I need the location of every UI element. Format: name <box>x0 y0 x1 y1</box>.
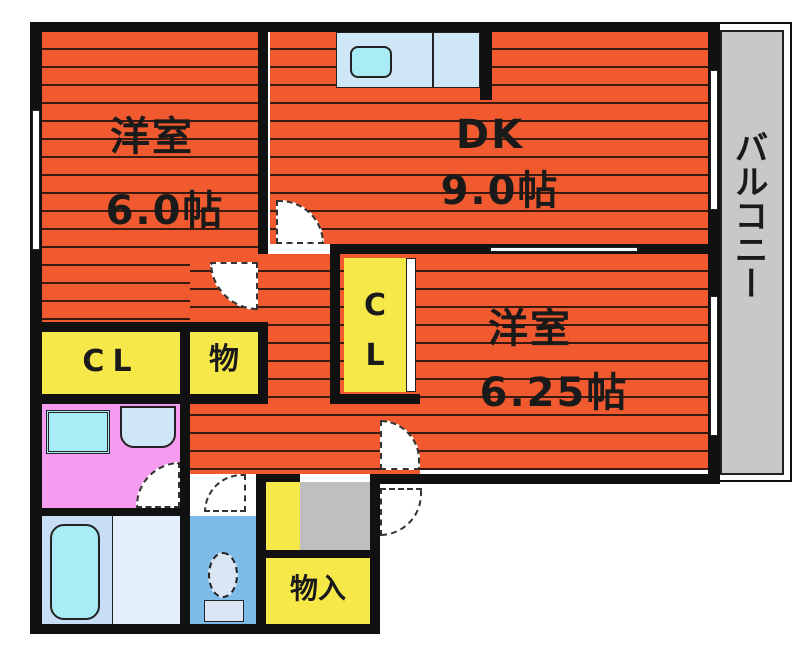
closet-2-door[interactable] <box>406 258 416 392</box>
western-room-2-size: 6.25帖 <box>479 370 629 416</box>
kitchen-wall-stub <box>480 32 492 100</box>
toilet-door[interactable] <box>204 474 246 512</box>
wall-closets-bottom <box>30 394 268 404</box>
storage-small <box>190 332 258 394</box>
sink-icon <box>350 46 392 78</box>
toilet-tank-icon <box>204 600 244 622</box>
counter-divider <box>432 32 434 88</box>
window-balcony-lower[interactable] <box>710 296 718 436</box>
closet-2-label-c: C <box>363 288 387 323</box>
wall-bottom <box>30 624 380 634</box>
sliding-door-dk-room2[interactable] <box>490 247 638 252</box>
western-room-1-size: 6.0帖 <box>105 188 225 234</box>
storage-entry-label: 物入 <box>289 572 346 605</box>
balcony-floor <box>720 30 784 475</box>
wall-cl2-bottom <box>330 394 420 404</box>
bath-space <box>112 516 180 624</box>
shoe-cabinet <box>266 482 300 550</box>
washbasin-icon <box>120 406 176 448</box>
wall-storage-mid <box>256 550 376 558</box>
balcony-label: バルコニー <box>728 130 768 300</box>
dk-size: 9.0帖 <box>440 168 560 214</box>
closet-2 <box>344 258 406 392</box>
storage-entry <box>266 558 370 624</box>
wall-entry-top <box>256 474 300 482</box>
closet-1 <box>42 332 180 394</box>
wall-closets-right <box>258 322 268 404</box>
storage-small-label: 物 <box>209 342 239 377</box>
western-room-1 <box>42 32 260 322</box>
wall-closets-div <box>180 322 190 404</box>
western-room-2 <box>416 254 710 470</box>
closet-1-label: CL <box>82 344 140 379</box>
wall-lower-right <box>370 474 720 484</box>
wall-wash-bottom <box>30 508 190 516</box>
western-room-1-name: 洋室 <box>110 114 194 160</box>
wall-cl2-left <box>330 244 340 404</box>
western-room-2-name: 洋室 <box>488 306 572 352</box>
toilet-icon <box>208 552 238 598</box>
bathtub-icon <box>50 524 100 620</box>
dk-name: DK <box>455 112 525 158</box>
window-balcony-upper[interactable] <box>710 70 718 210</box>
closet-2-label-l: L <box>365 338 385 373</box>
front-door[interactable] <box>380 488 422 536</box>
wall-room1-right <box>258 22 268 254</box>
window-left <box>32 110 40 250</box>
entrance <box>300 482 370 550</box>
washing-machine-icon <box>46 410 110 454</box>
outer-wall <box>30 22 720 32</box>
wall-closets-top <box>30 322 268 332</box>
